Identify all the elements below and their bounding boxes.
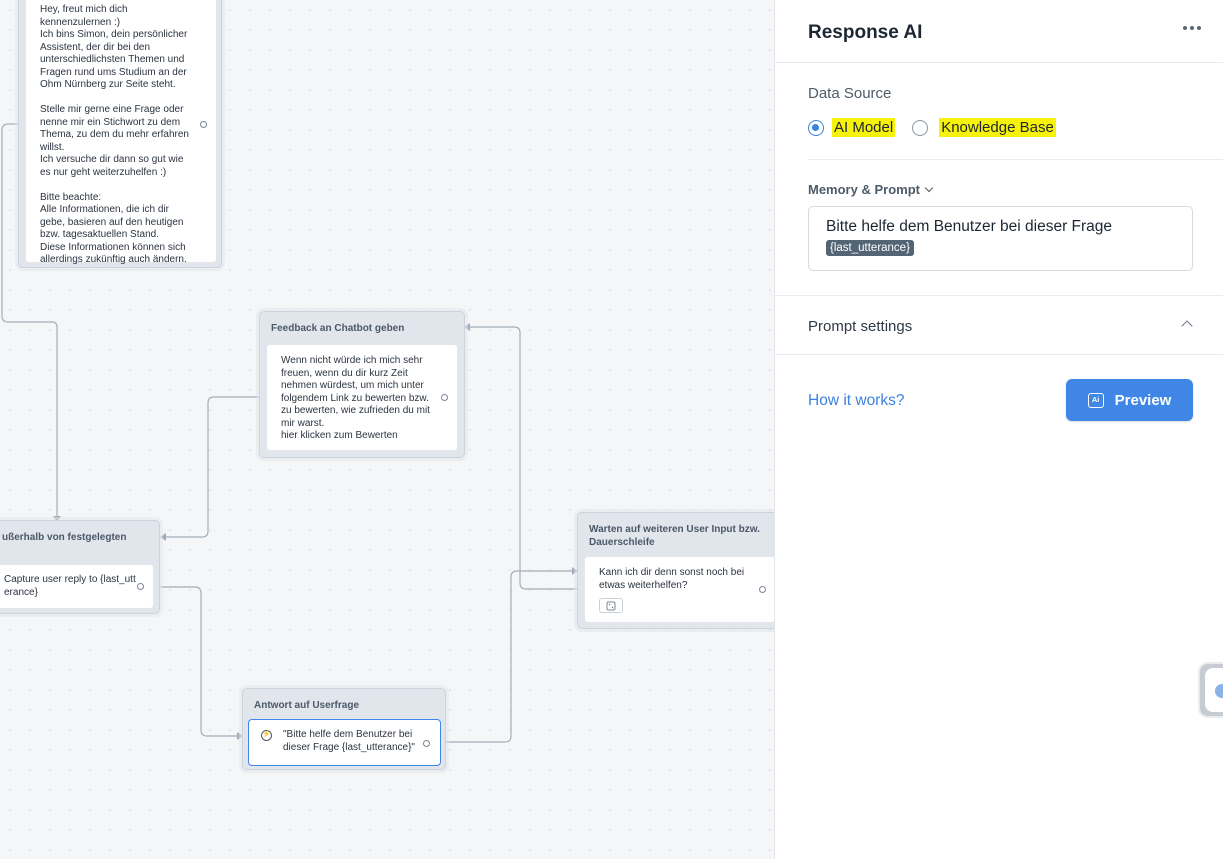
capture-node-text: Capture user reply to {last_utt erance} bbox=[4, 574, 136, 598]
data-source-label: Data Source bbox=[808, 85, 892, 102]
feedback-node-port[interactable] bbox=[441, 394, 448, 401]
ai-icon: Ai bbox=[1087, 392, 1104, 408]
capture-node-card[interactable]: Capture user reply to {last_utt erance} bbox=[0, 564, 154, 609]
connector-feedback-to-capture bbox=[164, 396, 264, 538]
variable-chip[interactable]: {last_utterance} bbox=[826, 240, 914, 256]
welcome-node-port[interactable] bbox=[200, 121, 207, 128]
more-options-icon[interactable] bbox=[1183, 26, 1201, 30]
welcome-node-text: Hey, freut mich dich kennenzulernen :) I… bbox=[40, 4, 189, 265]
wait-node-port[interactable] bbox=[759, 586, 766, 593]
preview-button[interactable]: Ai Preview bbox=[1066, 379, 1193, 421]
connector-answer-to-wait bbox=[440, 570, 576, 743]
data-source-options: AI Model Knowledge Base bbox=[808, 118, 1056, 137]
answer-node[interactable]: Antwort auf Userfrage ⚡ "Bitte helfe dem… bbox=[242, 688, 446, 770]
flow-canvas[interactable]: Hey, freut mich dich kennenzulernen :) I… bbox=[0, 0, 774, 859]
knowledge-base-label[interactable]: Knowledge Base bbox=[939, 118, 1056, 137]
wait-node-title: Warten auf weiteren User Input bzw. Daue… bbox=[589, 524, 760, 548]
feedback-node-text: Wenn nicht würde ich mich sehr freuen, w… bbox=[281, 355, 430, 441]
how-it-works-link[interactable]: How it works? bbox=[808, 392, 905, 409]
wait-node[interactable]: Warten auf weiteren User Input bzw. Daue… bbox=[577, 512, 774, 629]
ai-model-label[interactable]: AI Model bbox=[832, 118, 896, 137]
random-dice-icon[interactable] bbox=[599, 598, 623, 613]
section-divider bbox=[808, 159, 1223, 160]
chevron-up-icon[interactable] bbox=[1181, 320, 1193, 332]
arrowhead-capture-left bbox=[160, 533, 166, 541]
avatar-frame bbox=[1205, 668, 1223, 712]
wait-node-card[interactable]: Kann ich dir denn sonst noch bei etwas w… bbox=[584, 556, 774, 623]
prompt-input[interactable]: Bitte helfe dem Benutzer bei dieser Frag… bbox=[808, 206, 1193, 271]
panel-header: Response AI bbox=[775, 0, 1223, 63]
ai-model-radio[interactable] bbox=[808, 119, 824, 136]
chat-widget-avatar[interactable] bbox=[1198, 662, 1223, 718]
prompt-settings-label[interactable]: Prompt settings bbox=[808, 318, 913, 335]
answer-node-text: "Bitte helfe dem Benutzer bei dieser Fra… bbox=[283, 729, 415, 753]
capture-node-port[interactable] bbox=[137, 583, 144, 590]
section-divider bbox=[775, 295, 1223, 296]
knowledge-base-radio[interactable] bbox=[912, 119, 929, 136]
panel-title: Response AI bbox=[808, 22, 923, 43]
answer-node-card[interactable]: ⚡ "Bitte helfe dem Benutzer bei dieser F… bbox=[248, 719, 441, 766]
feedback-node[interactable]: Feedback an Chatbot geben Wenn nicht wür… bbox=[259, 311, 465, 458]
response-ai-panel: Response AI Data Source AI Model Knowled… bbox=[774, 0, 1223, 859]
connector-wait-to-feedback bbox=[466, 326, 583, 590]
chevron-down-icon bbox=[924, 183, 934, 193]
capture-node[interactable]: ußerhalb von festgelegten Capture user r… bbox=[0, 520, 160, 614]
welcome-node-card[interactable]: Hey, freut mich dich kennenzulernen :) I… bbox=[25, 0, 217, 265]
welcome-node[interactable]: Hey, freut mich dich kennenzulernen :) I… bbox=[18, 0, 222, 268]
wait-node-text: Kann ich dir denn sonst noch bei etwas w… bbox=[599, 567, 745, 591]
feedback-node-card[interactable]: Wenn nicht würde ich mich sehr freuen, w… bbox=[266, 344, 458, 451]
connector-capture-to-answer bbox=[154, 586, 241, 737]
answer-node-port[interactable] bbox=[423, 740, 430, 747]
prompt-text: Bitte helfe dem Benutzer bei dieser Frag… bbox=[826, 218, 1113, 235]
answer-node-title: Antwort auf Userfrage bbox=[254, 700, 360, 711]
capture-node-title: ußerhalb von festgelegten bbox=[2, 532, 127, 543]
memory-prompt-toggle[interactable]: Memory & Prompt bbox=[808, 182, 934, 197]
preview-button-label: Preview bbox=[1114, 391, 1172, 409]
memory-prompt-label: Memory & Prompt bbox=[808, 182, 920, 197]
feedback-node-title: Feedback an Chatbot geben bbox=[271, 323, 405, 334]
section-divider bbox=[775, 354, 1223, 355]
avatar-icon bbox=[1215, 684, 1223, 698]
ai-response-icon: ⚡ bbox=[261, 730, 272, 741]
